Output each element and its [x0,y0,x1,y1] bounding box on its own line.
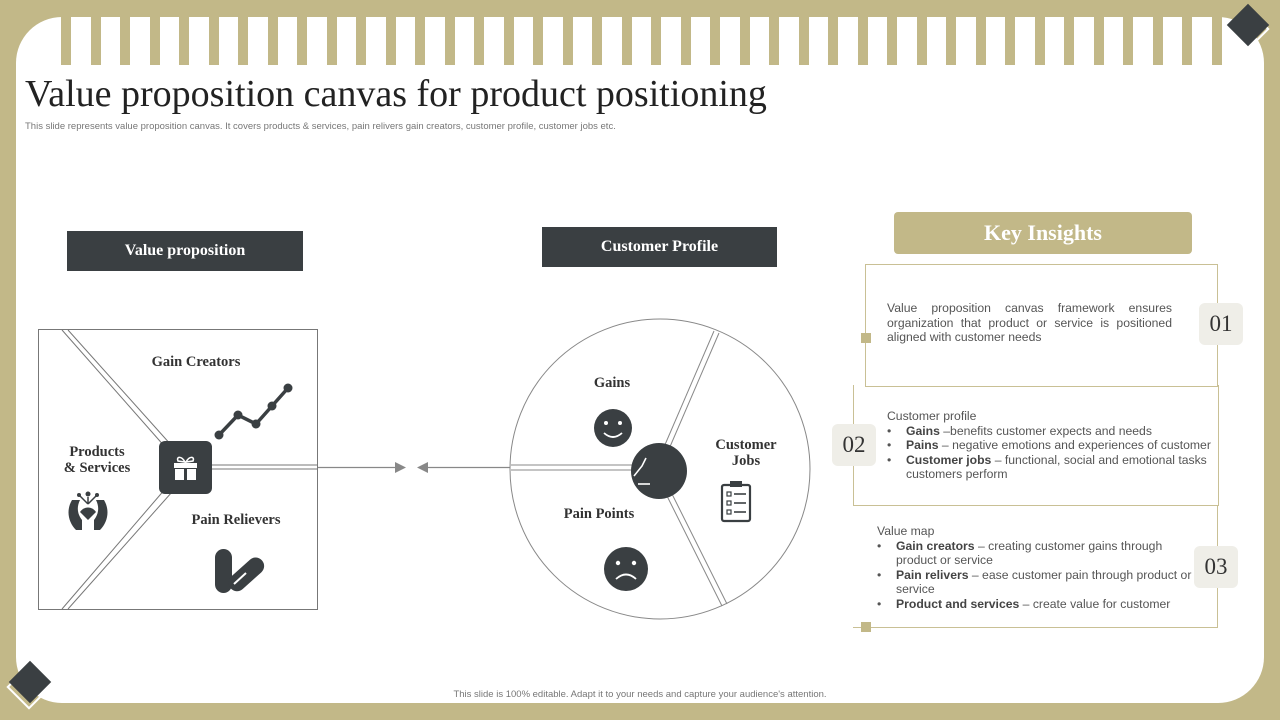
comb-bar [444,17,455,65]
comb-bar [297,17,307,65]
top-comb-decoration [53,17,1233,65]
comb-bar [179,17,189,65]
comb-bar [739,17,750,65]
comb-bar [149,17,160,65]
gift-icon [159,441,212,494]
comb-bar [946,17,956,65]
comb-bar [238,17,248,65]
comb-bar [798,17,809,65]
comb-bar [1064,17,1074,65]
page-title: Value proposition canvas for product pos… [25,73,767,115]
comb-bar [61,17,71,65]
key-insights-header: Key Insights [894,212,1192,254]
comb-bar [680,17,691,65]
comb-bar [562,17,573,65]
comb-bar [621,17,632,65]
face-profile-icon [631,443,687,499]
pain-relievers-label: Pain Relievers [191,512,281,528]
comb-bar [326,17,337,65]
comb-bar [474,17,484,65]
customer-jobs-label: Customer Jobs [715,437,777,469]
comb-bar [1005,17,1015,65]
footer-note: This slide is 100% editable. Adapt it to… [453,689,827,700]
insight-number-3: 03 [1194,546,1238,588]
diamond-logo-icon [1224,3,1270,52]
comb-bar [208,17,219,65]
comb-bar [503,17,514,65]
insight-number-2: 02 [832,424,876,466]
pain-points-label: Pain Points [563,506,635,522]
insight-marker-3 [861,622,871,632]
gain-creators-label: Gain Creators [151,354,241,370]
comb-bar [916,17,927,65]
comb-bar [769,17,779,65]
comb-bar [1182,17,1192,65]
comb-bar [651,17,661,65]
customer-profile-header: Customer Profile [542,227,777,267]
gains-label: Gains [593,375,631,391]
comb-bar [710,17,720,65]
comb-bar [887,17,897,65]
comb-bar [1093,17,1104,65]
comb-bar [828,17,838,65]
comb-bar [1152,17,1163,65]
insight-text-2: Customer profile Gains –benefits custome… [887,409,1217,482]
insight-number-1: 01 [1199,303,1243,345]
comb-bar [857,17,868,65]
comb-bar [1211,17,1222,65]
comb-bar [592,17,602,65]
comb-bar [267,17,278,65]
comb-bar [120,17,130,65]
insight-text-1: Value proposition canvas framework ensur… [887,301,1172,344]
value-proposition-header: Value proposition [67,231,303,271]
products-services-label: Products & Services [63,444,131,476]
page-subtitle: This slide represents value proposition … [25,121,616,132]
comb-bar [90,17,101,65]
comb-bar [415,17,425,65]
comb-bar [1034,17,1045,65]
comb-bar [975,17,986,65]
comb-bar [356,17,366,65]
insight-text-3: Value map Gain creators – creating custo… [877,524,1193,611]
insight-marker-1 [861,333,871,343]
comb-bar [533,17,543,65]
comb-bar [385,17,396,65]
comb-bar [1123,17,1133,65]
